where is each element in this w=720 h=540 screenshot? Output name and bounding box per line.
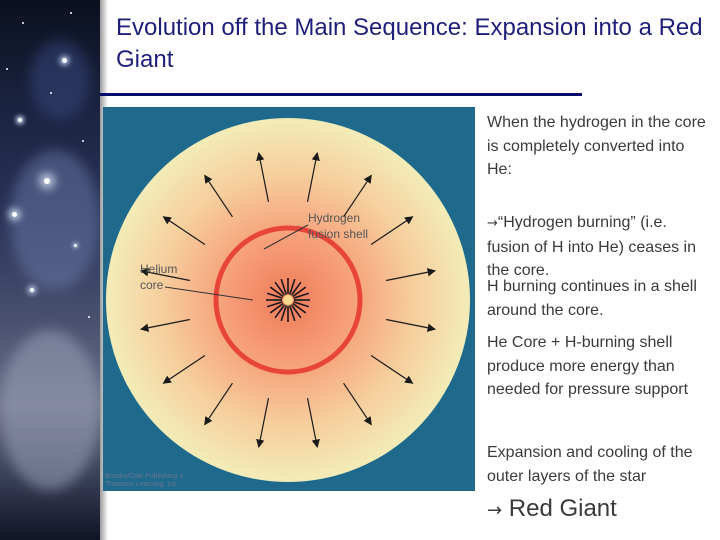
- paragraph-hydrogen-converted: When the hydrogen in the core is complet…: [487, 114, 706, 178]
- helium-core-label-2: core: [140, 278, 164, 292]
- helium-core: [266, 278, 310, 322]
- expansion-arrow: [256, 152, 270, 203]
- helium-core-pointer: [164, 286, 254, 301]
- hydrogen-shell-pointer: [263, 224, 309, 250]
- core-ray: [293, 301, 310, 308]
- core-ray: [290, 304, 302, 319]
- expansion-arrow: [343, 382, 372, 426]
- starfield-image: [0, 0, 100, 540]
- core-ray: [280, 305, 287, 322]
- slide-title: Evolution off the Main Sequence: Expansi…: [116, 14, 703, 73]
- core-ray: [274, 281, 286, 296]
- expansion-arrows: [140, 152, 436, 448]
- expansion-arrow: [162, 355, 206, 384]
- expansion-arrow: [204, 174, 233, 218]
- core-ray: [292, 286, 307, 298]
- expansion-arrow: [306, 397, 320, 448]
- expansion-arrow: [343, 174, 372, 218]
- red-giant-diagram: Hydrogen fusion shell Helium core Brooks…: [103, 107, 475, 491]
- expansion-arrow: [140, 318, 191, 332]
- core-ray: [293, 292, 310, 299]
- core-ray: [269, 302, 284, 314]
- image-credit: Brooks/Cole Publishing a Thomson Learnin…: [105, 473, 184, 488]
- paragraph-excess-energy: He Core + H-burning shell produce more e…: [487, 334, 689, 398]
- expansion-arrow: [306, 152, 320, 203]
- helium-core-label-1: Helium: [140, 262, 177, 276]
- core-ray: [290, 281, 302, 296]
- core-ray: [289, 305, 296, 322]
- core-ray: [266, 301, 283, 308]
- red-giant-conclusion: → Red Giant: [487, 495, 617, 522]
- title-underline: [100, 93, 582, 96]
- expansion-arrow: [204, 382, 233, 426]
- expansion-arrow: [385, 318, 436, 332]
- paragraph-hydrogen-burning-ceases: →“Hydrogen burning” (i.e. fusion of H in…: [487, 214, 696, 279]
- core-ray: [266, 292, 283, 299]
- core-ray: [280, 278, 287, 295]
- expansion-arrow: [385, 268, 436, 282]
- expansion-arrow: [162, 216, 206, 245]
- hydrogen-shell-label-1: Hydrogen: [308, 211, 360, 225]
- core-center: [283, 295, 293, 305]
- core-ray: [292, 302, 307, 314]
- core-ray: [289, 278, 296, 295]
- paragraph-expansion-cooling: Expansion and cooling of the outer layer…: [487, 444, 693, 485]
- expansion-arrow: [370, 216, 414, 245]
- expansion-arrow: [140, 268, 191, 282]
- core-ray: [269, 286, 284, 298]
- implies-arrow-icon: →: [487, 500, 503, 521]
- core-ray: [274, 304, 286, 319]
- paragraph-shell-burning: H burning continues in a shell around th…: [487, 278, 697, 319]
- hydrogen-shell-label-2: fusion shell: [308, 227, 368, 241]
- star-cross-section: Hydrogen fusion shell Helium core: [103, 107, 475, 491]
- expansion-arrow: [370, 355, 414, 384]
- expansion-arrow: [256, 397, 270, 448]
- hydrogen-fusion-shell: [213, 225, 363, 375]
- implies-arrow-icon: →: [487, 216, 498, 231]
